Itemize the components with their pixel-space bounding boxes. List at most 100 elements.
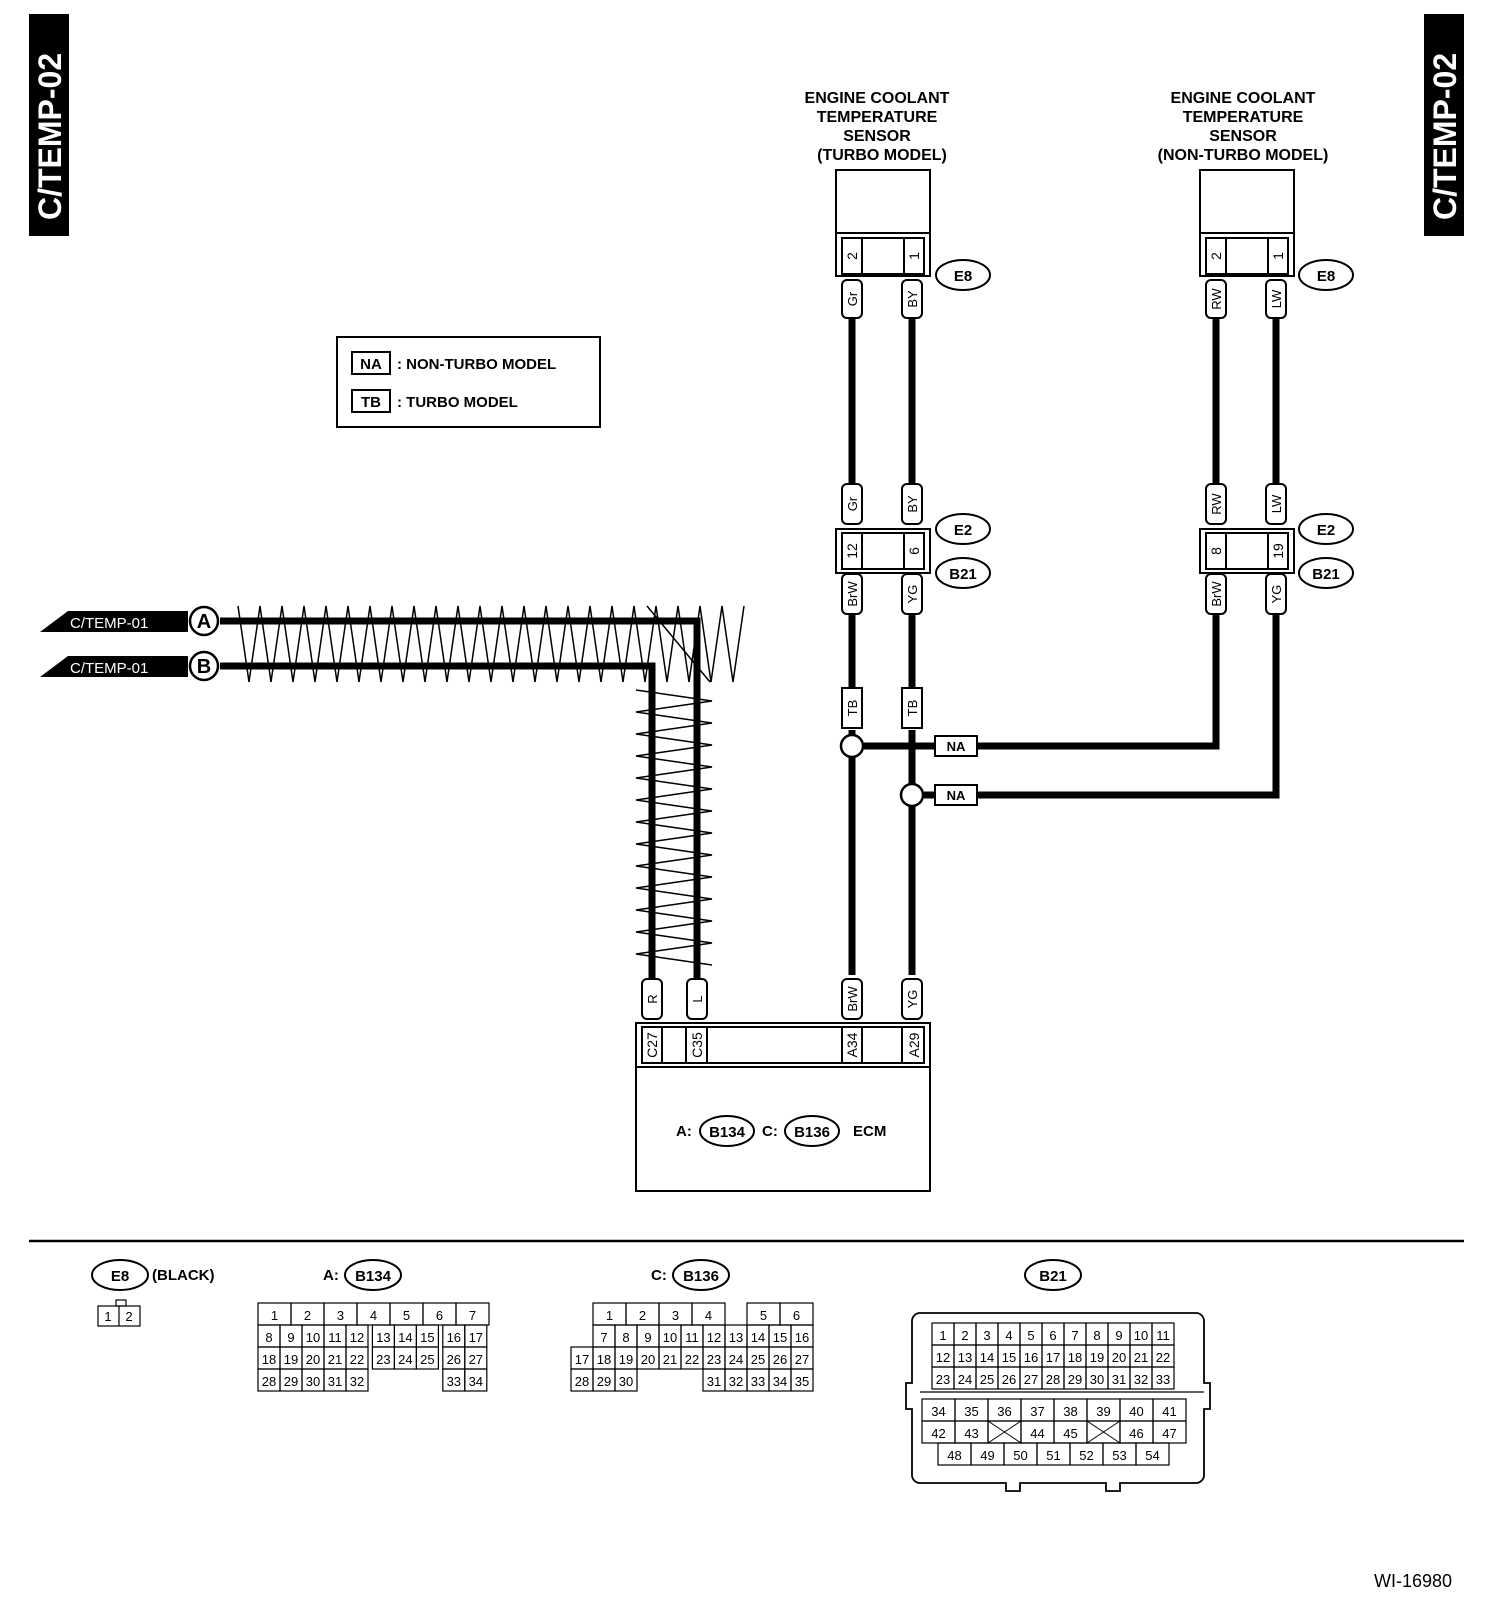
- na-tag-2: NA: [947, 788, 966, 803]
- offpage-a-ref: A: [197, 611, 211, 633]
- joint-turbo-conn-e2: E2: [954, 522, 972, 539]
- offpage-b: C/TEMP-01 B: [40, 650, 220, 682]
- b21-pin-10: 10: [1134, 1328, 1148, 1343]
- b134-pin-27: 27: [469, 1352, 483, 1367]
- b21-pin-7: 7: [1071, 1328, 1078, 1343]
- b136-pin-33: 33: [751, 1374, 765, 1389]
- joint-nonturbo-pin-19: 19: [1270, 543, 1286, 559]
- joint-nonturbo-wire-below-1: BrW: [1209, 581, 1224, 607]
- b21-pin-21: 21: [1134, 1350, 1148, 1365]
- b134-pin-32-cell: [345, 1368, 369, 1392]
- page-tab-left-text: C/TEMP-02: [32, 53, 68, 220]
- b134-pin-9: 9: [287, 1330, 294, 1345]
- b21-pin-34: 34: [931, 1404, 945, 1419]
- b21-pin-30: 30: [1090, 1372, 1104, 1387]
- sensor-turbo-title-1: ENGINE COOLANT: [805, 90, 950, 107]
- b136-pin-24: 24: [729, 1352, 743, 1367]
- b134-pin-22: 22: [350, 1352, 364, 1367]
- wire-tag-rw-top: RW: [1209, 288, 1224, 310]
- b134-pin-14: 14: [398, 1330, 412, 1345]
- joint-turbo-pin-12: 12: [844, 543, 860, 559]
- joint-nonturbo-conn-e2: E2: [1317, 522, 1335, 539]
- connector-view-e8-pin-2: 2: [125, 1309, 132, 1324]
- b134-pin-7: 7: [469, 1308, 476, 1323]
- wire-tag-lw-top: LW: [1269, 289, 1284, 308]
- joint-nonturbo-wire-below-2: YG: [1269, 585, 1284, 604]
- ecm-wire-yg: YG: [905, 990, 920, 1009]
- sensor-nonturbo-title-1: ENGINE COOLANT: [1171, 90, 1316, 107]
- b21-pin-17: 17: [1046, 1350, 1060, 1365]
- page-tab-left: C/TEMP-02: [29, 14, 69, 236]
- b134-pin-6: 6: [436, 1308, 443, 1323]
- b134-pin-23: 23: [376, 1352, 390, 1367]
- legend-na-code: NA: [360, 356, 382, 373]
- b136-pin-18: 18: [597, 1352, 611, 1367]
- b136-pin-19: 19: [619, 1352, 633, 1367]
- b134-pin-30: 30: [306, 1374, 320, 1389]
- b21-pin-2: 2: [961, 1328, 968, 1343]
- b21-pin-24: 24: [958, 1372, 972, 1387]
- sensor-nonturbo-title-4: (NON-TURBO MODEL): [1158, 147, 1329, 164]
- b134-pin-16: 16: [447, 1330, 461, 1345]
- joint-nonturbo: RW LW 8 19 E2 B21 BrW YG: [1199, 483, 1354, 615]
- b136-pin-21: 21: [663, 1352, 677, 1367]
- b21-pin-41: 41: [1162, 1404, 1176, 1419]
- turbo-wires: [848, 318, 935, 975]
- b136-pin-14: 14: [751, 1330, 765, 1345]
- b134-pin-24: 24: [398, 1352, 412, 1367]
- b21-pin-38: 38: [1063, 1404, 1077, 1419]
- ecm-label: ECM: [853, 1123, 886, 1140]
- wire-tag-gr-top: Gr: [845, 291, 860, 306]
- b134-pin-5: 5: [403, 1308, 410, 1323]
- b21-pin-43: 43: [964, 1426, 978, 1441]
- offpage-b-text: C/TEMP-01: [70, 660, 148, 677]
- na-tags: NA NA: [934, 735, 978, 806]
- b136-pin-12: 12: [707, 1330, 721, 1345]
- b136-pin-15: 15: [773, 1330, 787, 1345]
- b134-pin-34-cell: [464, 1368, 488, 1392]
- b21-pin-26: 26: [1002, 1372, 1016, 1387]
- b21-pin-33: 33: [1156, 1372, 1170, 1387]
- page-tab-right-text: C/TEMP-02: [1427, 53, 1463, 220]
- b21-pin-19: 19: [1090, 1350, 1104, 1365]
- joint-turbo-conn-b21: B21: [949, 566, 977, 583]
- b21-pin-36: 36: [997, 1404, 1011, 1419]
- b134-pin-1: 1: [271, 1308, 278, 1323]
- b21-pin-25: 25: [980, 1372, 994, 1387]
- ecm-pin-c27: C27: [644, 1032, 660, 1058]
- page-tab-right: C/TEMP-02: [1424, 14, 1464, 236]
- b136-pin-13: 13: [729, 1330, 743, 1345]
- ecm-pin-a29: A29: [906, 1032, 922, 1057]
- b134-pin-10: 10: [306, 1330, 320, 1345]
- joint-nonturbo-wire-above-1: RW: [1209, 493, 1224, 515]
- b21-pin-54: 54: [1145, 1448, 1159, 1463]
- b136-pin-7: 7: [600, 1330, 607, 1345]
- b136-pin-11: 11: [685, 1330, 699, 1345]
- connector-view-e8-pin-1: 1: [104, 1309, 111, 1324]
- b136-pin-28: 28: [575, 1374, 589, 1389]
- ecm-wire-brw: BrW: [845, 986, 860, 1012]
- b134-pin-21: 21: [328, 1352, 342, 1367]
- b136-pin-8: 8: [622, 1330, 629, 1345]
- b21-pin-42: 42: [931, 1426, 945, 1441]
- b21-pin-11: 11: [1156, 1328, 1170, 1343]
- b21-pin-48: 48: [947, 1448, 961, 1463]
- b21-pin-40: 40: [1129, 1404, 1143, 1419]
- b21-pin-27: 27: [1024, 1372, 1038, 1387]
- b134-pin-25-cell: [415, 1346, 439, 1370]
- b21-pin-45: 45: [1063, 1426, 1077, 1441]
- b21-pin-44: 44: [1030, 1426, 1044, 1441]
- b134-pin-13: 13: [376, 1330, 390, 1345]
- b136-pin-4: 4: [705, 1308, 712, 1323]
- b136-pin-26: 26: [773, 1352, 787, 1367]
- sensor-nonturbo: ENGINE COOLANT TEMPERATURE SENSOR (NON-T…: [1158, 90, 1354, 291]
- connector-view-b134-name: B134: [355, 1268, 392, 1285]
- b136-pin-31: 31: [707, 1374, 721, 1389]
- b21-pin-9: 9: [1115, 1328, 1122, 1343]
- b136-pin-25: 25: [751, 1352, 765, 1367]
